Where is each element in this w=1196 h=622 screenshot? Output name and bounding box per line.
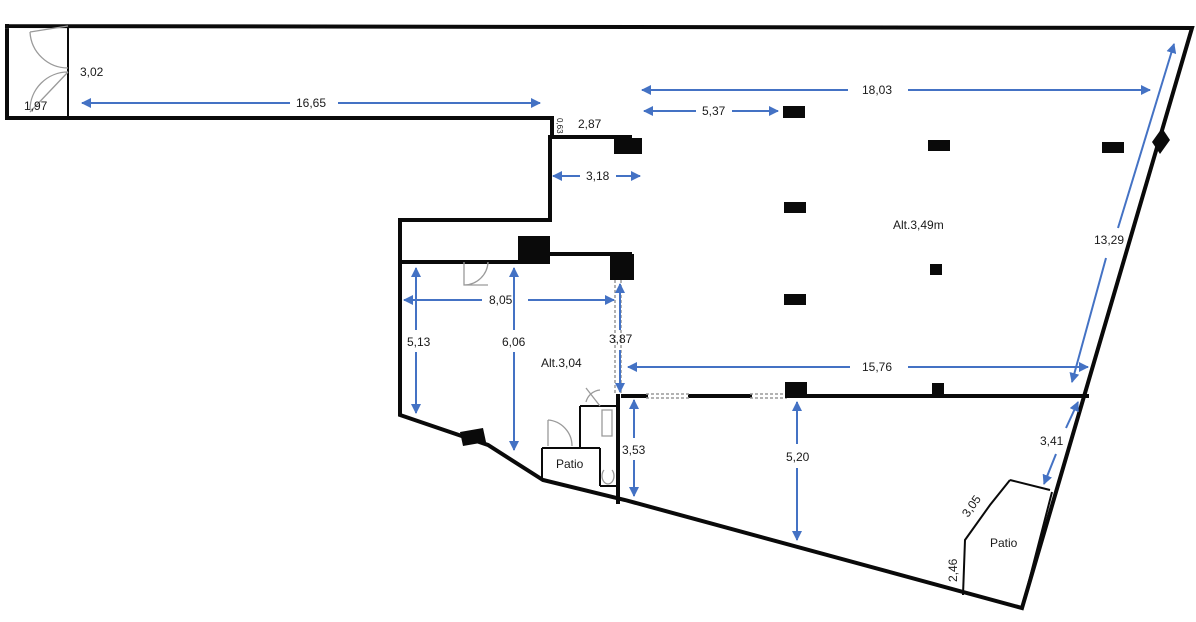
label-lower-left: 3,53 [622,443,646,457]
label-lower-room-depth: 5,20 [786,450,810,464]
column [784,202,806,213]
label-top-width: 18,03 [862,83,892,97]
outer-wall [4,23,1195,611]
column [930,264,942,275]
wall-patio-left [541,447,601,486]
label-left-step: 3,18 [586,169,610,183]
label-stub-width: 2,87 [578,117,602,131]
labels: 3,02 1,97 16,65 0,63 2,87 18,03 5,37 3,1… [24,65,1124,582]
label-main-height: Alt.3,49m [893,218,944,232]
wall-patio-right [1009,479,1053,609]
column [784,294,806,305]
column [1102,142,1124,153]
label-left-room-depth: 6,06 [502,335,526,349]
glass-partition-h1 [646,393,690,399]
label-corridor-end: 1,97 [24,99,48,113]
wall-step [398,252,632,264]
column [460,428,486,446]
dim-lower-right-a [1065,401,1079,429]
label-patio-right: Patio [990,536,1018,550]
label-corridor-length: 16,65 [296,96,326,110]
door-patio-left [547,419,573,447]
label-left-wall-height: 5,13 [407,335,431,349]
label-corridor-height: 3,02 [80,65,104,79]
walls [4,23,1195,611]
label-patio-bottom: 2,46 [946,558,960,582]
label-left-room-width: 8,05 [489,293,513,307]
label-patio-side: 3,05 [959,492,984,519]
column [932,383,944,396]
label-patio-left: Patio [556,457,584,471]
column [614,138,642,154]
dim-lower-right-b [1042,453,1057,485]
label-left-height: Alt.3,04 [541,356,582,370]
dimension-lines [81,43,1177,541]
label-small-gap: 0,63 [555,118,564,134]
label-lower-right: 3,41 [1040,434,1064,448]
column [1152,128,1170,154]
doors [29,25,787,485]
wall-patio-diag [962,479,1011,596]
door-corridor-bottom [29,71,69,113]
dim-right-diagonal-a [1117,43,1177,229]
label-col-spacing: 5,37 [702,104,726,118]
door-wc [585,387,601,407]
column [785,382,807,398]
wall-wc [579,405,617,487]
door-left-room [463,261,489,286]
wc-fixture [601,409,615,485]
column [518,236,550,264]
glass-partition-h2 [750,393,787,399]
columns [460,106,1170,446]
dim-right-diagonal-b [1069,257,1107,383]
label-bottom-hall-width: 15,76 [862,360,892,374]
label-right-diagonal: 13,29 [1094,233,1124,247]
column [783,106,805,118]
label-opening: 3,87 [609,332,633,346]
door-corridor-top [29,25,69,69]
column [610,254,634,280]
column [928,140,950,151]
